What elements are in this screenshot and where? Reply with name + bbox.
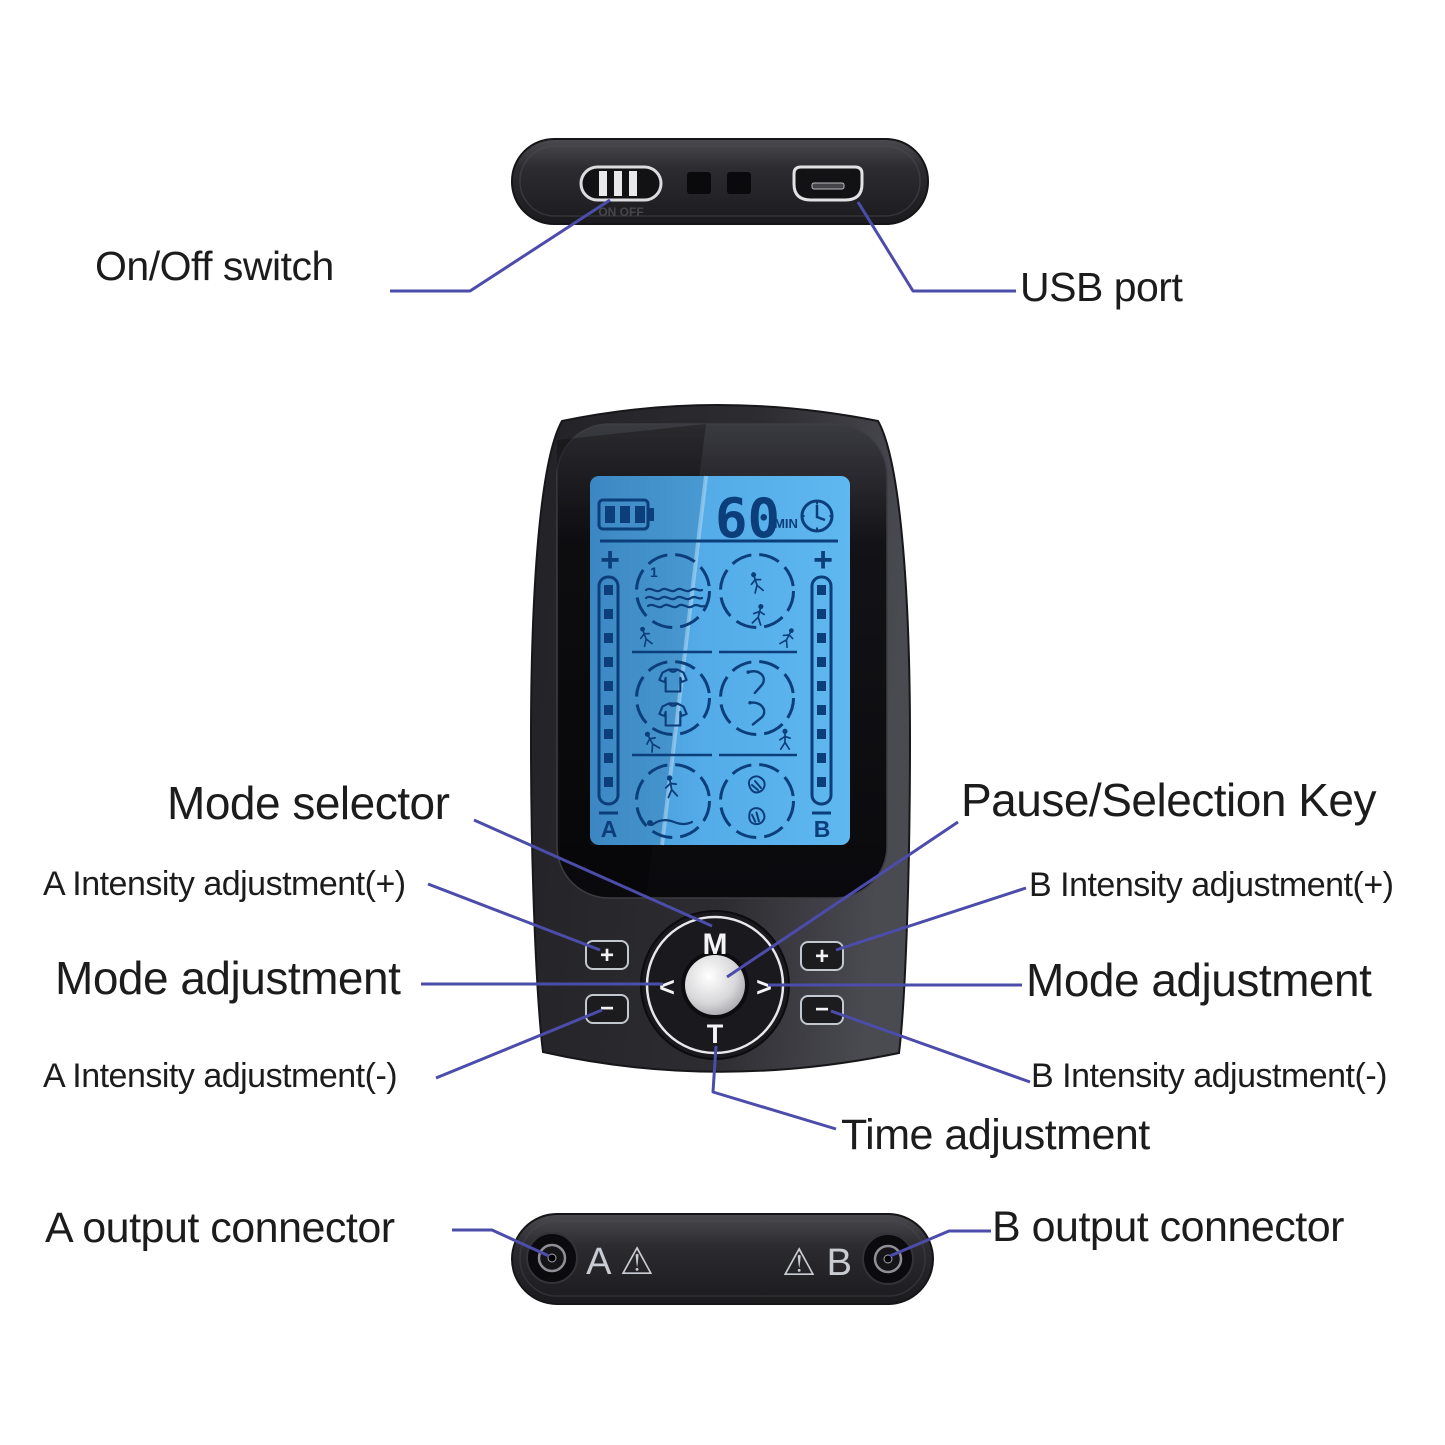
kneeling-massage-icon [647,773,694,827]
line-a-output [452,1228,550,1258]
minus-glyph: − [815,996,829,1023]
a-intensity-minus-button[interactable]: − [585,994,629,1024]
battery-icon [597,498,654,531]
minus-glyph: − [600,995,614,1022]
label-a-output-connector: A output connector [45,1204,395,1252]
a-output-jack[interactable] [526,1232,578,1284]
plus-glyph: + [815,943,829,970]
b-intensity-minus-button[interactable]: − [800,995,844,1025]
top-edge-view: ON OFF [511,138,929,225]
timer-unit: MIN [774,516,798,531]
top-housing-seam [519,145,921,217]
channel-b-label: B [814,816,831,842]
line-usb [856,201,1016,293]
mode-prev-key[interactable]: < [659,972,675,1002]
svg-text:1: 1 [650,564,658,580]
switch-embossed-label: ON OFF [598,205,643,219]
label-b-intensity-minus: B Intensity adjustment(-) [1031,1057,1387,1095]
mode-next-key[interactable]: > [756,972,772,1002]
usb-port[interactable] [792,165,864,202]
line-pause [726,820,959,979]
mode-selector-key[interactable]: M [703,928,728,961]
label-on-off-switch: On/Off switch [95,243,334,289]
vent-hole [727,172,751,194]
usb-slot [811,182,845,190]
bottom-edge-view: A ⚠ ⚠ B [511,1213,934,1305]
mode-row-lines [632,650,797,757]
connector-b-label: ⚠ B [782,1242,852,1284]
intensity-bar-a: + A [597,541,620,842]
main-device: 60 MIN + A [529,404,912,1073]
line-on-off [390,198,611,293]
line-b-output [889,1229,991,1258]
label-b-intensity-plus: B Intensity adjustment(+) [1029,866,1394,904]
line-a-plus [427,882,601,952]
label-time-adjustment: Time adjustment [841,1111,1150,1159]
leader-lines [390,198,1031,1258]
label-a-intensity-minus: A Intensity adjustment(-) [43,1057,398,1095]
plus-b-label: + [813,541,833,579]
connector-a-label: A ⚠ [586,1241,654,1283]
label-mode-adjustment-right: Mode adjustment [1026,954,1372,1006]
b-intensity-plus-button[interactable]: + [800,941,844,971]
line-b-plus [835,886,1027,952]
channel-a-label: A [601,816,618,842]
label-mode-selector: Mode selector [167,777,450,829]
intensity-bar-b: + B [810,541,833,842]
bottom-housing [511,1213,934,1305]
pause-selection-key[interactable] [685,955,745,1015]
label-pause-selection-key: Pause/Selection Key [961,774,1377,826]
plus-a-label: + [600,541,620,579]
label-usb-port: USB port [1020,264,1183,310]
lcd-screen: 60 MIN + A [590,475,850,846]
label-mode-adjustment-left: Mode adjustment [55,952,401,1004]
time-adjustment-key[interactable]: T [707,1019,724,1049]
mode-circles [635,553,795,839]
massage-strokes-icon: 1 [644,564,706,609]
line-a-minus [435,1008,603,1080]
label-b-output-connector: B output connector [992,1203,1344,1251]
vent-hole [687,172,711,194]
line-mode-selector [473,818,713,928]
top-housing [511,138,929,225]
label-a-intensity-plus: A Intensity adjustment(+) [43,865,406,903]
clock-icon [800,499,834,533]
on-off-switch[interactable]: ON OFF [579,165,663,219]
plus-glyph: + [600,942,614,969]
line-b-minus [830,1009,1031,1084]
control-dial[interactable]: M < > T [640,910,790,1060]
a-intensity-plus-button[interactable]: + [585,940,629,970]
line-time-adj [711,1045,837,1131]
b-output-jack[interactable] [862,1233,914,1285]
